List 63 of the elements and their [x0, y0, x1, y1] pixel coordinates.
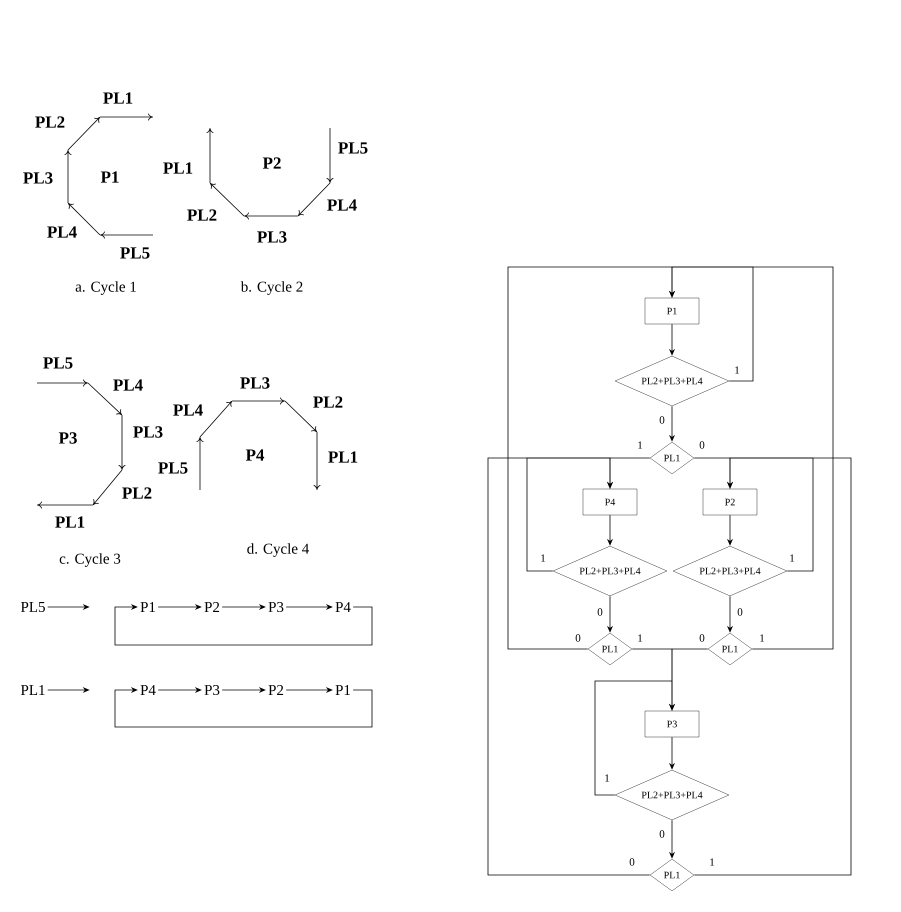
process-box: P3: [644, 710, 700, 738]
arrow: [114, 604, 372, 646]
edge-label: 1: [733, 365, 741, 375]
step-label: P4: [140, 685, 156, 695]
edge-label: 0: [596, 607, 604, 617]
step-label: P1: [336, 685, 350, 695]
segment-label: PL5: [158, 462, 188, 474]
phase-label: P4: [246, 449, 264, 461]
segment-label: PL2: [122, 487, 152, 499]
edge-label: 0: [628, 857, 636, 867]
edge-label: 1: [788, 553, 796, 563]
caption: c. Cycle 3: [60, 553, 120, 567]
step-label: P1: [140, 602, 156, 612]
segment-label: PL4: [327, 199, 357, 211]
step-label: PL5: [20, 602, 45, 612]
process-box: P4: [582, 488, 638, 516]
segment-label: PL5: [338, 142, 368, 154]
edge-label: 0: [698, 440, 706, 450]
segment-label: PL4: [47, 226, 77, 238]
caption: a. Cycle 1: [76, 281, 136, 295]
segment-label: PL5: [120, 247, 150, 259]
edge-label: 0: [658, 829, 666, 839]
segment-label: PL3: [240, 377, 270, 389]
phase-label: P2: [262, 157, 281, 169]
segment-label: PL2: [35, 116, 64, 128]
edge-label: 1: [636, 440, 644, 450]
phase-label: P3: [58, 432, 77, 444]
segment-label: PL3: [257, 231, 287, 243]
segment-label: PL3: [133, 426, 163, 438]
edge-label: 0: [698, 633, 706, 643]
edge-label: 1: [758, 633, 766, 643]
step-label: PL1: [20, 685, 45, 695]
phase-label: P1: [100, 171, 119, 183]
segment-label: PL5: [43, 357, 72, 369]
step-label: P2: [268, 685, 284, 695]
process-box: P1: [644, 298, 700, 324]
edge-label: 1: [539, 553, 547, 563]
segment-label: PL3: [23, 172, 53, 184]
segment-label: PL1: [328, 451, 358, 463]
segment-label: PL1: [55, 516, 84, 528]
step-label: P4: [336, 602, 351, 612]
arrow: [594, 680, 676, 796]
segment-label: PL1: [163, 162, 192, 174]
edge-label: 0: [736, 607, 744, 617]
step-label: P2: [204, 602, 220, 612]
arrow: [114, 686, 372, 728]
process-box: P2: [702, 488, 758, 516]
edge-label: 0: [658, 415, 666, 425]
segment-label: PL4: [173, 404, 203, 416]
edge-label: 0: [574, 633, 582, 643]
step-label: P3: [204, 684, 220, 696]
arrow: [488, 458, 650, 876]
edge-label: 1: [708, 857, 716, 867]
caption: b. Cycle 2: [240, 281, 302, 295]
segment-label: PL1: [103, 92, 132, 104]
step-label: P3: [268, 602, 284, 612]
edge-label: 1: [603, 773, 611, 783]
caption: d. Cycle 4: [247, 543, 309, 557]
segment-label: PL4: [113, 379, 143, 391]
segment-label: PL2: [187, 209, 216, 221]
arrow: [694, 458, 852, 876]
segment-label: PL2: [313, 396, 342, 408]
edge-label: 1: [636, 633, 644, 643]
